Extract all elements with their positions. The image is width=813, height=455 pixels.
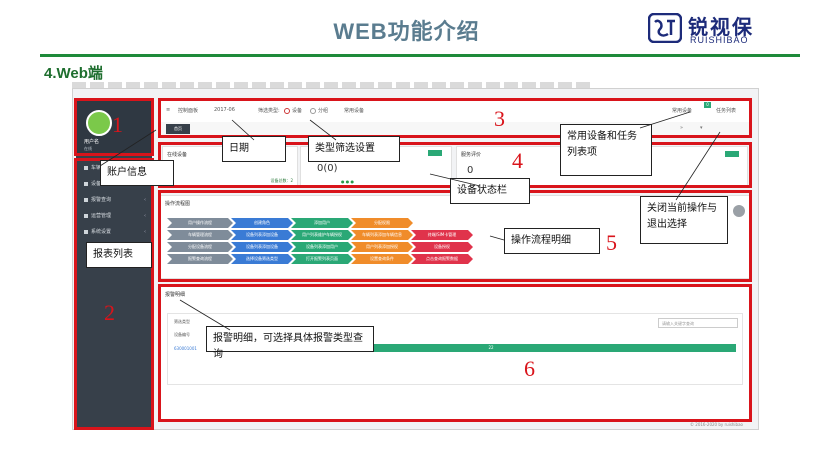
card-tag xyxy=(725,151,739,157)
radio-icon xyxy=(310,107,316,114)
sidebar-item-label: 运营管理 xyxy=(91,213,112,219)
sidebar-menu: 车辆 ‹ 设备 ‹ 报警查询 ‹ 运营管理 ‹ 系统设置 ‹ xyxy=(76,160,152,240)
annotation-box-alarm xyxy=(158,284,752,422)
annotation-box-sidebar xyxy=(74,158,154,430)
sidebar-item-label: 报警查询 xyxy=(91,197,112,203)
sidebar-item-alarms[interactable]: 报警查询 ‹ xyxy=(76,192,152,208)
callout-device-status: 设备状态栏 xyxy=(450,178,530,204)
flow-step[interactable]: 打开报警列表页面 xyxy=(291,254,353,264)
callout-common-devices-tasks: 常用设备和任务列表项 xyxy=(560,124,652,176)
flow-step[interactable]: 报警查询流程 xyxy=(167,254,233,264)
card-footer: 设备总数：2 xyxy=(270,178,293,183)
chevron-left-icon: ‹ xyxy=(144,213,146,219)
column-header-device: 设备编号 xyxy=(174,332,190,337)
annotation-number-3: 3 xyxy=(494,106,505,131)
flow-step[interactable]: 设备列表添加设备 xyxy=(231,230,293,240)
flow-step[interactable]: 分配权限 xyxy=(351,218,413,228)
filter-option-group[interactable]: 分组 xyxy=(310,107,328,114)
sidebar-item-operations[interactable]: 运营管理 ‹ xyxy=(76,208,152,224)
flow-step[interactable]: 选择设备筛选类型 xyxy=(231,254,293,264)
flow-step[interactable]: 用户列表添加授权 xyxy=(351,242,413,252)
slide-title: WEB功能介绍 xyxy=(333,19,480,44)
card-value: 0(0) xyxy=(317,163,338,174)
chevron-left-icon: ‹ xyxy=(144,197,146,203)
annotation-number-5: 5 xyxy=(606,230,617,255)
sidebar-item-settings[interactable]: 系统设置 ‹ xyxy=(76,224,152,240)
annotation-number-4: 4 xyxy=(512,148,523,173)
filter-option-label: 设备 xyxy=(292,108,303,114)
annotation-number-2: 2 xyxy=(104,300,115,325)
document-icon xyxy=(84,213,88,218)
flow-step[interactable]: 添加用户 xyxy=(291,218,353,228)
filter-label: 筛选类型: xyxy=(258,108,280,114)
radio-icon xyxy=(284,107,290,114)
flow-step[interactable]: 创建角色 xyxy=(231,218,293,228)
callout-type-filter: 类型筛选设置 xyxy=(308,136,400,162)
user-status: 在线 xyxy=(84,146,92,151)
car-icon xyxy=(84,165,88,170)
annotation-box-topbar xyxy=(158,98,752,138)
logo-text-en: RUISHIBAO xyxy=(690,35,749,45)
card-title: 服务评价 xyxy=(461,152,482,158)
filter-option-label: 分组 xyxy=(318,108,329,114)
sidebar-item-label: 设备 xyxy=(91,181,102,187)
card-tag xyxy=(428,150,442,156)
callout-flow-detail: 操作流程明细 xyxy=(504,228,600,254)
flow-step[interactable]: 设备列表添加设备 xyxy=(231,242,293,252)
flow-step[interactable]: 车辆管理流程 xyxy=(167,230,233,240)
alarm-title: 报警明细 xyxy=(165,292,186,298)
logo-mark-icon xyxy=(648,13,682,43)
flow-step[interactable]: 设备列表添加用户 xyxy=(291,242,353,252)
table-row-device[interactable]: 630001001 xyxy=(174,346,197,351)
common-devices-button[interactable]: 常用设备 xyxy=(672,108,693,114)
gear-icon xyxy=(84,229,88,234)
date-selector[interactable]: 2017-06 xyxy=(214,107,235,113)
callout-alarm-detail: 报警明细，可选择具体报警类型查询 xyxy=(206,326,374,360)
alarm-search-input[interactable]: 请输入关键字查询 xyxy=(658,318,738,328)
flow-step[interactable]: 终端/SIM卡管理 xyxy=(411,230,473,240)
flow-step[interactable]: 分配设备流程 xyxy=(167,242,233,252)
flow-step[interactable]: 设置查询条件 xyxy=(351,254,413,264)
callout-report-list: 报表列表 xyxy=(86,242,152,268)
flow-title: 操作流程图 xyxy=(165,201,191,207)
card-value: 0 xyxy=(467,165,474,176)
sidebar-item-label: 系统设置 xyxy=(91,229,112,235)
annotation-number-1: 1 xyxy=(112,112,123,137)
blurred-caption xyxy=(72,82,592,90)
menu-icon[interactable]: ≡ xyxy=(166,107,171,113)
card-title: 在线设备 xyxy=(167,152,188,158)
chevron-left-icon: ‹ xyxy=(144,229,146,235)
flow-step[interactable]: 用户操作流程 xyxy=(167,218,233,228)
sidebar-item-label: 车辆 xyxy=(91,165,102,171)
user-name: 用户名 xyxy=(84,139,100,145)
brand-logo: 锐视保 RUISHIBAO xyxy=(648,11,798,47)
annotation-number-6: 6 xyxy=(524,356,535,381)
footer-copyright: © 2016-2020 by ruishibao xyxy=(690,422,743,427)
task-list-button[interactable]: 任务列表 xyxy=(716,108,737,114)
filter-option-common[interactable]: 常用设备 xyxy=(344,108,365,114)
flow-step[interactable]: 点击查询报警数据 xyxy=(411,254,473,264)
card-footer: ● ● ● xyxy=(341,179,355,184)
callout-date: 日期 xyxy=(222,136,286,162)
notification-badge: 0 xyxy=(704,102,711,108)
filter-option-device[interactable]: 设备 xyxy=(284,107,302,114)
page-title: 控制面板 xyxy=(178,108,199,114)
close-icon[interactable] xyxy=(733,205,745,217)
flow-step[interactable]: 设备授权 xyxy=(411,242,473,252)
close-operation-dropdown[interactable]: ▾ xyxy=(700,125,703,131)
device-icon xyxy=(84,181,88,186)
alarm-count-bar: 22 xyxy=(246,344,736,352)
title-divider xyxy=(40,54,800,57)
search-icon xyxy=(84,197,88,202)
section-title: 4.Web端 xyxy=(44,65,103,82)
flow-step[interactable]: 车辆列表添加车辆信息 xyxy=(351,230,413,240)
callout-close-exit: 关闭当前操作与退出选择 xyxy=(640,196,728,244)
logo-text-cn: 锐视保 xyxy=(688,15,754,39)
callout-account-info: 账户信息 xyxy=(100,160,174,186)
flow-step[interactable]: 用户列表维护车辆授权 xyxy=(291,230,353,240)
tab-home[interactable]: 首页 xyxy=(166,124,190,134)
